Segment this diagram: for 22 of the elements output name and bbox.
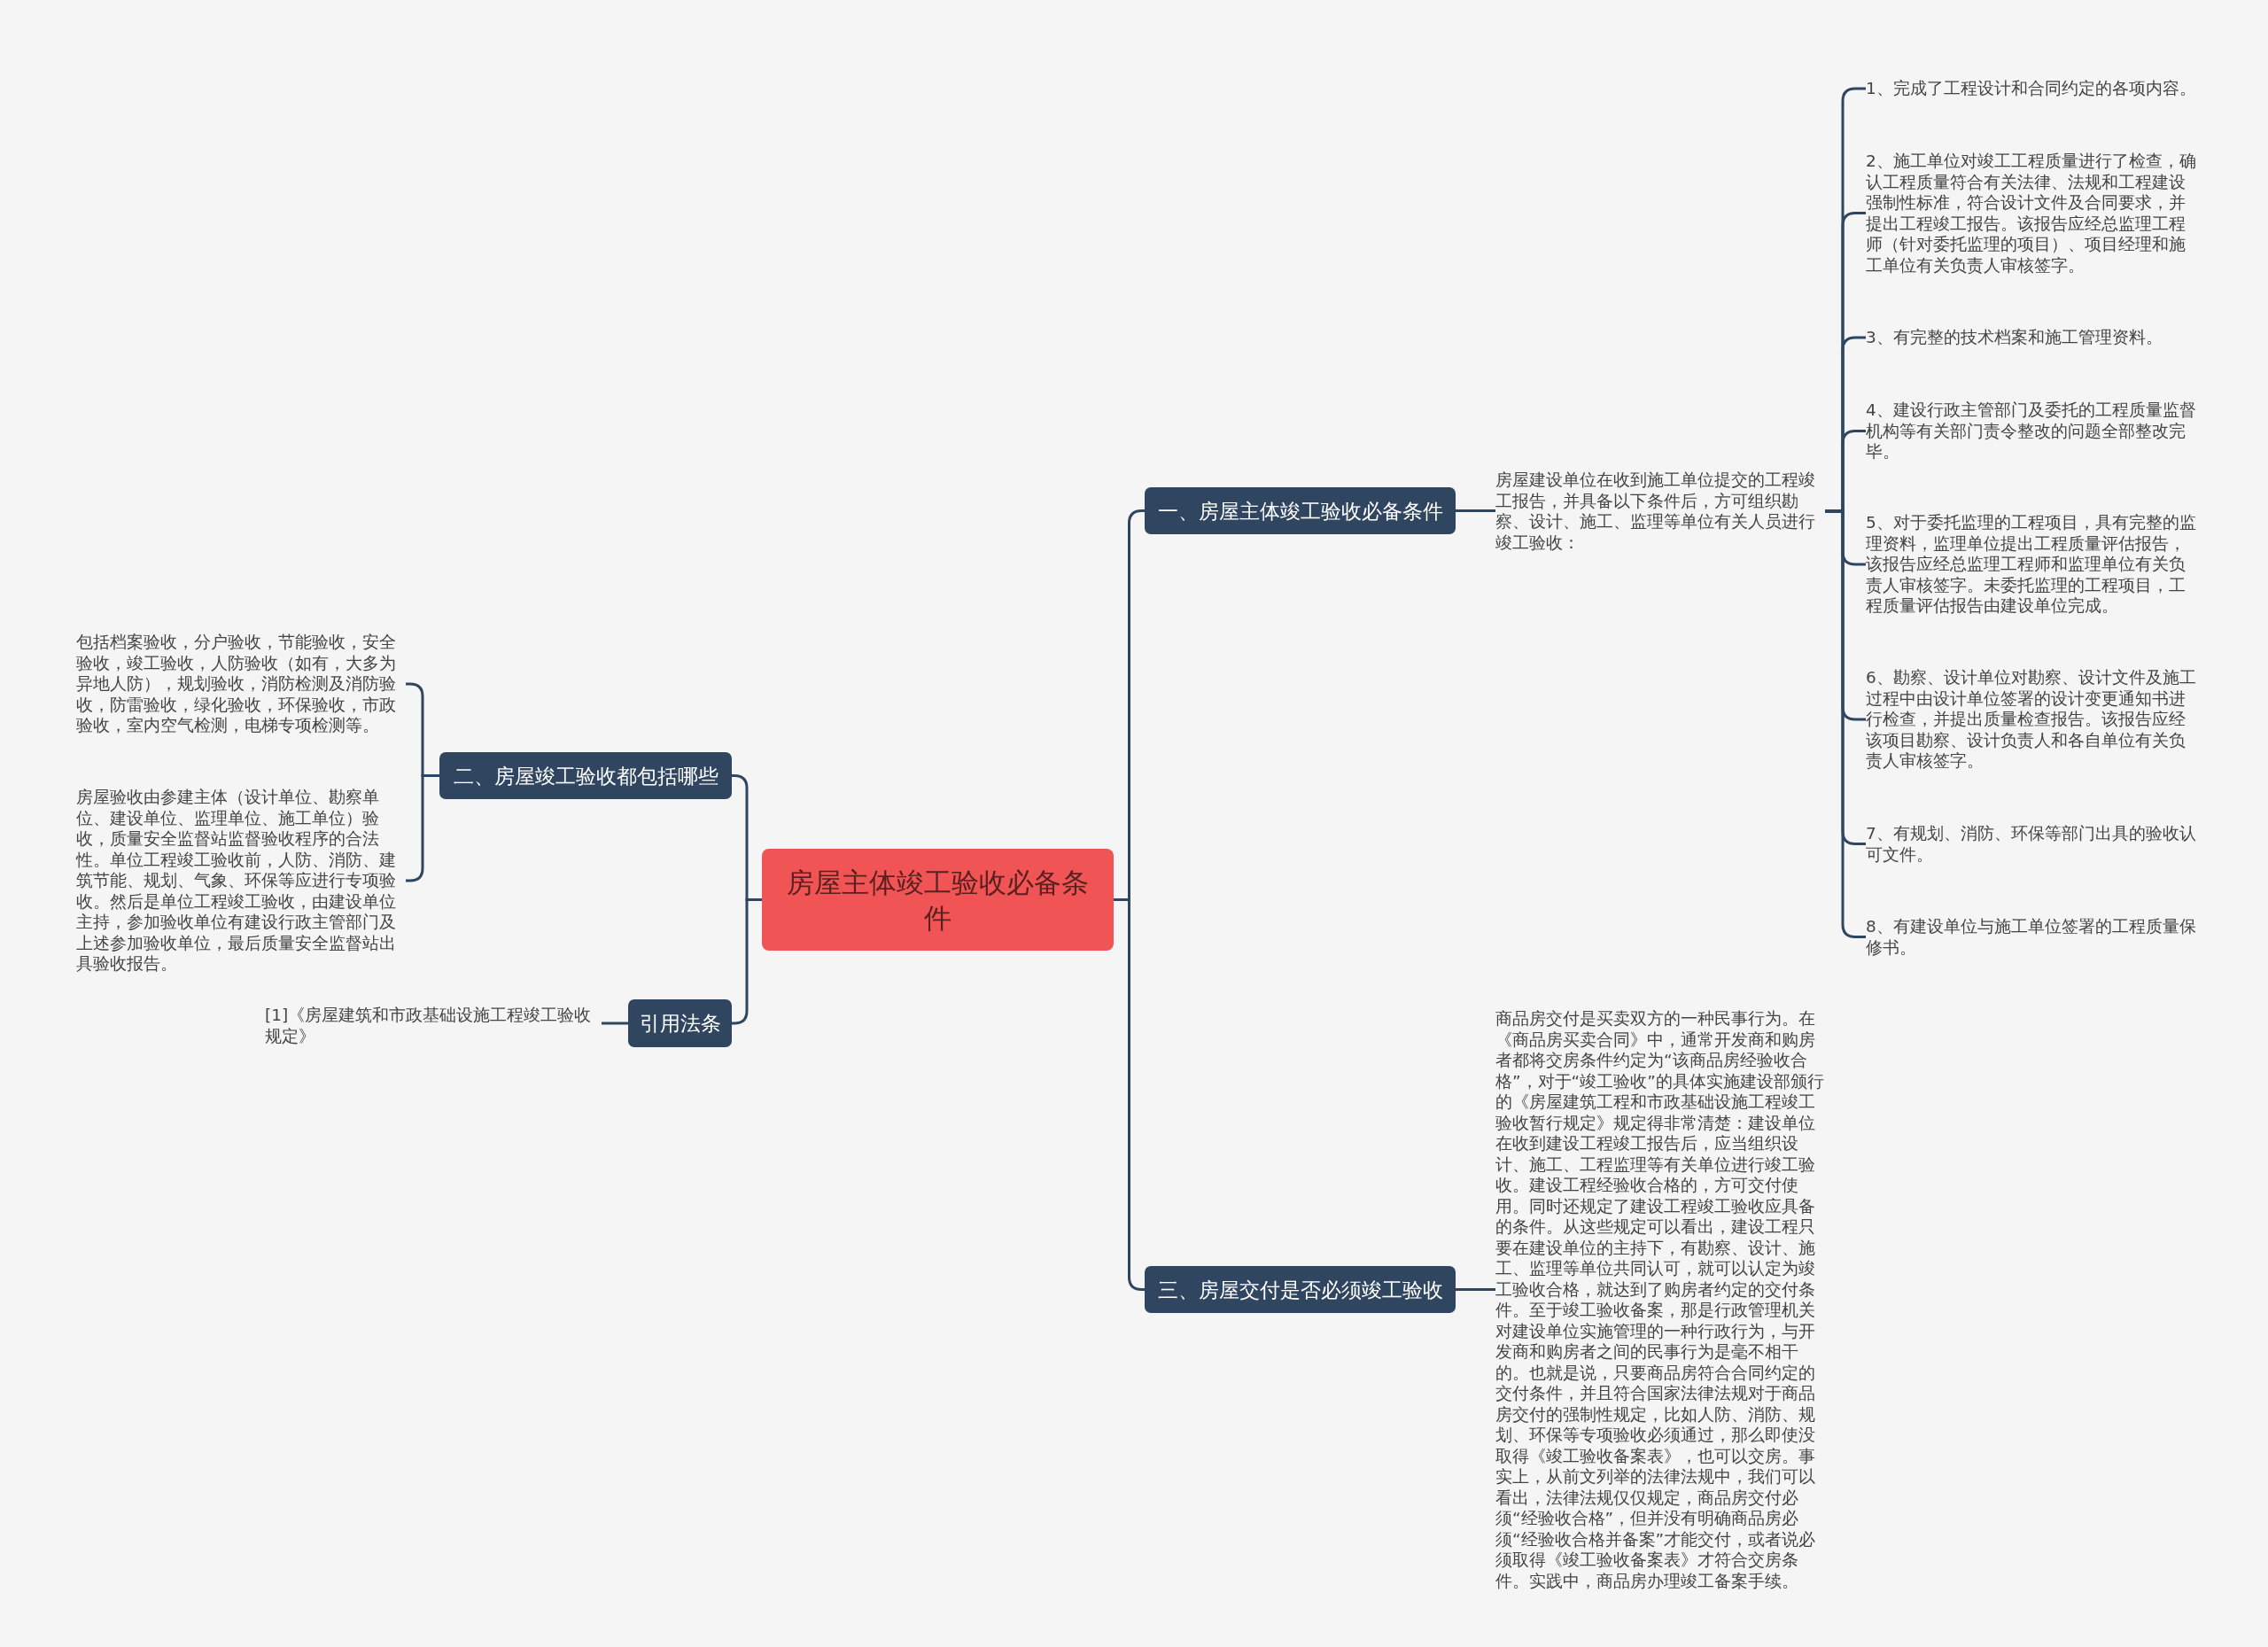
connector-line (1114, 898, 1145, 1291)
topic-text: 8、有建设单位与施工单位签署的工程质量保修书。 (1866, 916, 2198, 958)
topic-text: 房屋验收由参建主体（设计单位、勘察单位、建设单位、监理单位、施工单位）验收，质量安全监督站监督验收程序的合法性。单位工程竣工验收前，人防、消防、建筑节能、规划、气象、环保等应进行专项验收。然后是单位工程竣工验收，由建设单位主持，参加验收单位有建设行政主管部门及上述参加验收单位，最后质量安全监督站出具验收报告。 (76, 787, 406, 975)
topic-text: 5、对于委托监理的工程项目，具有完整的监理资料，监理单位提出工程质量评估报告，该报告应经总监理工程师和监理单位有关负责人审核签字。未委托监理的工程项目，工程质量评估报告由建设单位完成。 (1866, 512, 2198, 617)
central-topic-box: 房屋主体竣工验收必备条件 (762, 849, 1114, 951)
topic-text: [1]《房屋建筑和市政基础设施工程竣工验收规定》 (265, 1005, 602, 1046)
topic-text: 7、有规划、消防、环保等部门出具的验收认可文件。 (1866, 823, 2198, 865)
topic-text: 包括档案验收，分户验收，节能验收，安全验收，竣工验收，人防验收（如有，大多为异地人防），规划验收，消防检测及消防验收，防雷验收，绿化验收，环保验收，市政验收，室内空气检测，电梯专项检测等。 (76, 632, 406, 736)
topic-text: 6、勘察、设计单位对勘察、设计文件及施工过程中由设计单位签署的设计变更通知书进行检查，并提出质量检查报告。该报告应经该项目勘察、设计负责人和各自单位有关负责人审核签字。 (1866, 667, 2198, 772)
topic-box: 引用法条 (628, 999, 732, 1047)
topic-box: 二、房屋竣工验收都包括哪些 (439, 752, 732, 799)
topic-text: 3、有完整的技术档案和施工管理资料。 (1866, 327, 2198, 348)
topic-text: 房屋建设单位在收到施工单位提交的工程竣工报告，并具备以下条件后，方可组织勘察、设计、施工、监理等单位有关人员进行竣工验收： (1495, 470, 1825, 553)
connector-line (1456, 1288, 1495, 1291)
topic-text: 4、建设行政主管部门及委托的工程质量监督机构等有关部门责令整改的问题全部整改完毕。 (1866, 400, 2198, 462)
topic-text: 2、施工单位对竣工工程质量进行了检查，确认工程质量符合有关法律、法规和工程建设强制性标准，符合设计文件及合同要求，并提出工程竣工报告。该报告应经总监理工程师（针对委托监理的项目）、项目经理和施工单位有关负责人审核签字。 (1866, 151, 2198, 276)
connector-line (602, 1022, 628, 1025)
connector-line (1456, 509, 1495, 512)
topic-box: 一、房屋主体竣工验收必备条件 (1145, 487, 1456, 534)
topic-text: 1、完成了工程设计和合同约定的各项内容。 (1866, 78, 2198, 99)
topic-box: 三、房屋交付是否必须竣工验收 (1145, 1266, 1456, 1313)
topic-text: 商品房交付是买卖双方的一种民事行为。在《商品房买卖合同》中，通常开发商和购房者都将交房条件约定为“该商品房经验收合格”，对于“竣工验收”的具体实施建设部颁行的《房屋建筑工程和市政基础设施工程竣工验收暂行规定》规定得非常清楚：建设单位在收到建设工程竣工报告后，应当组织设计、施工、工程监理等有关单位进行竣工验收。建设工程经验收合格的，方可交付使用。同时还规定了建设工程竣工验收应具备的条件。从这些规定可以看出，建设工程只要在建设单位的主持下，有勘察、设计、施工、监理等单位共同认可，就可以认定为竣工验收合格，就达到了购房者约定的交付条件。至于竣工验收备案，那是行政管理机关对建设单位实施管理的一种行政行为，与开发商和购房者之间的民事行为是毫不相干的。也就是说，只要商品房符合合同约定的交付条件，并且符合国家法律法规对于商品房交付的强制性规定，比如人防、消防、规划、环保等专项验收必须通过，那么即使没取得《竣工验收备案表》，也可以交房。事实上，从前文列举的法律法规中，我们可以看出，法律法规仅仅规定，商品房交付必须“经验收合格”，但并没有明确商品房必须“经验收合格并备案”才能交付，或者说必须取得《竣工验收备案表》才符合交房条件。实践中，商品房办理竣工备案手续。 (1495, 1008, 1825, 1591)
